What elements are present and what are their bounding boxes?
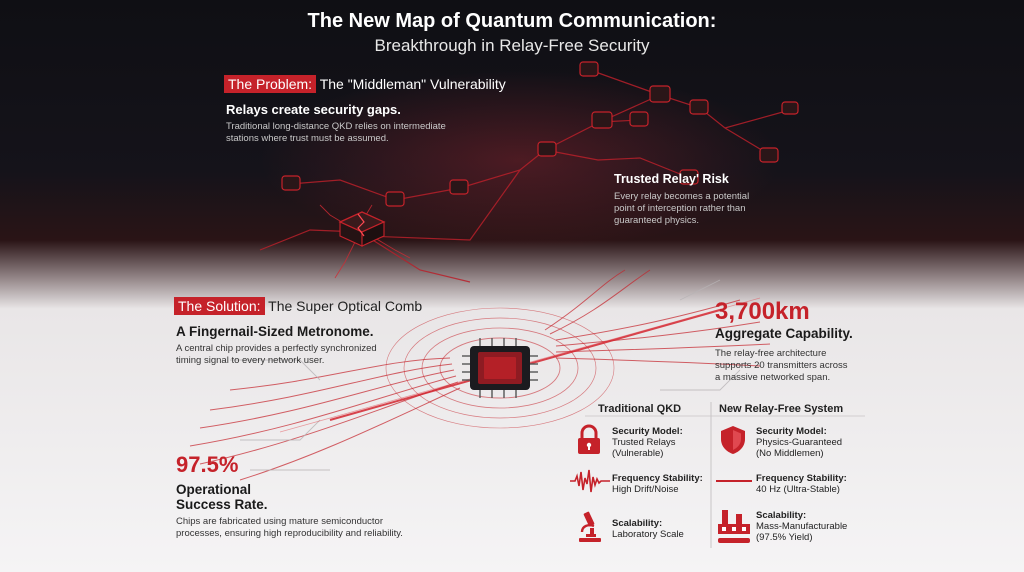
row2-left-text: Frequency Stability: High Drift/Noise (612, 473, 703, 495)
comparison-right-header: New Relay-Free System (719, 403, 844, 415)
solution-claim: A Fingernail-Sized Metronome. (176, 324, 374, 339)
problem-heading: The Problem: The "Middleman" Vulnerabili… (224, 75, 506, 93)
relay-nodes (281, 61, 799, 207)
shield-icon (721, 426, 745, 454)
solution-tag: The Solution: (174, 297, 265, 315)
row1-left-text: Security Model: Trusted Relays (Vulnerab… (612, 426, 683, 459)
solution-heading: The Solution: The Super Optical Comb (174, 297, 422, 315)
row1-right-text: Security Model: Physics-Guaranteed (No M… (756, 426, 843, 459)
risk-description: Every relay becomes a potential point of… (614, 191, 750, 226)
row3-right-text: Scalability: Mass-Manufacturable (97.5% … (756, 510, 848, 543)
success-description: Chips are fabricated using mature semico… (176, 516, 403, 539)
row3-left-text: Scalability: Laboratory Scale (612, 518, 684, 540)
flat-line-icon (716, 480, 752, 482)
row2-right-text: Frequency Stability: 40 Hz (Ultra-Stable… (756, 473, 847, 495)
comparison-left-header: Traditional QKD (598, 403, 682, 415)
success-value: 97.5% (176, 452, 239, 477)
problem-description: Traditional long-distance QKD relies on … (226, 121, 446, 144)
success-label: Operational Success Rate. (176, 482, 268, 512)
broken-relay-icon (338, 211, 386, 247)
capability-label: Aggregate Capability. (715, 326, 853, 341)
capability-description: The relay-free architecture supports 20 … (715, 348, 848, 383)
risk-title: Trusted Relay' Risk (614, 172, 729, 186)
problem-title: The "Middleman" Vulnerability (319, 76, 506, 92)
chip-icon (462, 338, 538, 398)
solution-title: The Super Optical Comb (268, 298, 423, 314)
noisy-wave-icon (570, 469, 610, 493)
problem-claim: Relays create security gaps. (226, 102, 401, 117)
page-title: The New Map of Quantum Communication: (307, 10, 717, 32)
page-subtitle: Breakthrough in Relay-Free Security (374, 36, 650, 55)
capability-value: 3,700km (715, 298, 810, 325)
microscope-icon (579, 511, 601, 542)
solution-description: A central chip provides a perfectly sync… (176, 343, 377, 366)
lock-icon (578, 424, 600, 454)
problem-tag: The Problem: (224, 75, 317, 93)
factory-icon (718, 510, 750, 543)
